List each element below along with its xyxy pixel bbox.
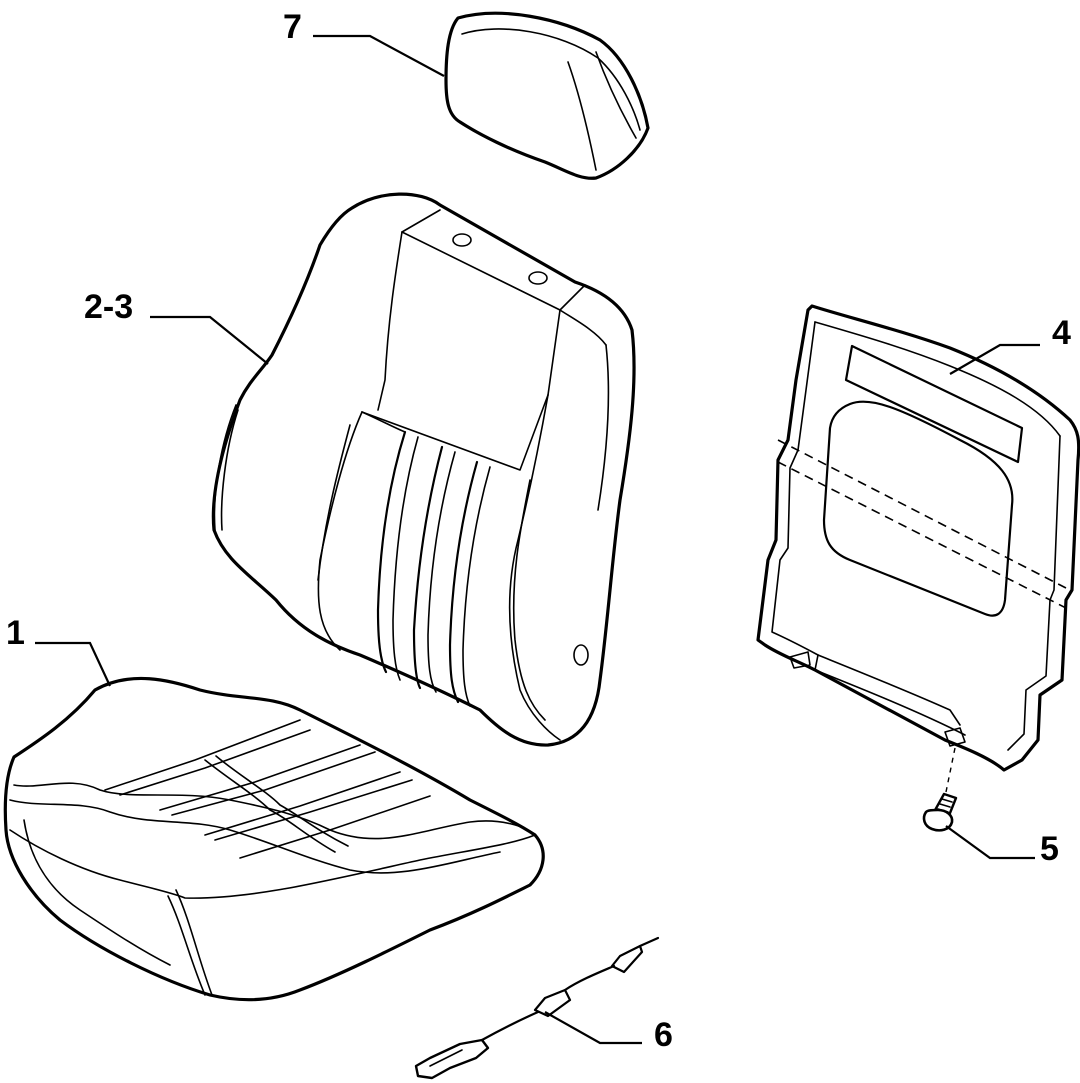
seat-cushion-part (3, 676, 545, 1002)
callout-7: 7 (283, 8, 302, 46)
screw-part (922, 747, 958, 832)
callout-2-3: 2-3 (84, 288, 133, 326)
leader-line-2-3 (150, 315, 269, 365)
callout-5: 5 (1040, 830, 1059, 868)
callout-4: 4 (1052, 314, 1071, 352)
leader-line-6 (544, 1011, 642, 1045)
headrest-part (444, 11, 650, 180)
cable-part (414, 936, 660, 1080)
callout-1: 1 (6, 614, 25, 652)
leader-line-5 (945, 825, 1035, 860)
leader-line-1 (35, 641, 111, 687)
leader-lines (35, 34, 1040, 1045)
callout-6: 6 (654, 1016, 673, 1054)
leader-line-7 (313, 34, 445, 77)
backrest-part (211, 192, 636, 747)
rear-panel-part (756, 304, 1080, 772)
leader-line-4 (949, 343, 1040, 375)
